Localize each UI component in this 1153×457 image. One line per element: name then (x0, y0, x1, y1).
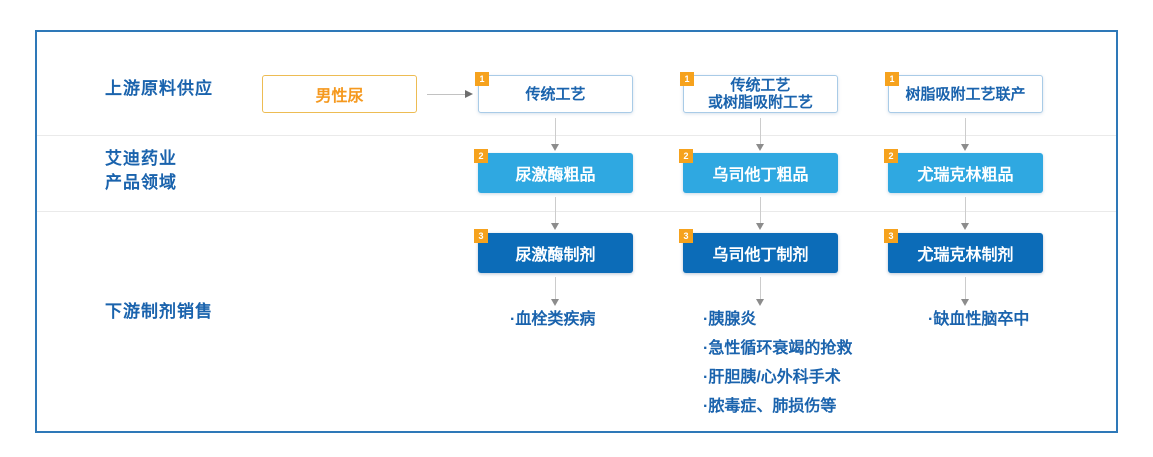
process-label: 树脂吸附工艺联产 (905, 85, 1026, 103)
process-label-line2: 或树脂吸附工艺 (707, 94, 813, 111)
section-divider (37, 135, 1116, 136)
arrow-right-icon (427, 90, 473, 98)
indication-item: ·缺血性脑卒中 (928, 311, 1030, 328)
section-divider (37, 211, 1116, 212)
formulation-box-urokinase: 3 尿激酶制剂 (474, 229, 633, 273)
indication-list-urokinase: ·血栓类疾病 (510, 305, 595, 334)
step-badge: 1 (475, 72, 489, 86)
crude-box-kallidinogenase: 2 尤瑞克林粗品 (884, 149, 1043, 193)
row-label-company-line2: 产品领域 (105, 173, 177, 192)
step-badge: 1 (885, 72, 899, 86)
arrow-down-icon (961, 277, 969, 306)
formulation-label: 尤瑞克林制剂 (917, 247, 1014, 264)
step-badge: 3 (474, 229, 488, 243)
arrow-down-icon (551, 118, 559, 151)
step-badge: 1 (680, 72, 694, 86)
formulation-label: 乌司他丁制剂 (712, 247, 809, 264)
row-label-downstream: 下游制剂销售 (105, 302, 213, 321)
crude-box-ulinastatin: 2 乌司他丁粗品 (679, 149, 838, 193)
indication-item: ·脓毒症、肺损伤等 (703, 398, 837, 415)
step-badge: 2 (884, 149, 898, 163)
process-box-ulinastatin: 1 传统工艺 或树脂吸附工艺 (680, 72, 838, 113)
formulation-label: 尿激酶制剂 (515, 247, 596, 264)
arrow-down-icon (961, 197, 969, 230)
indication-item: ·急性循环衰竭的抢救 (703, 340, 853, 357)
arrow-down-icon (756, 197, 764, 230)
indication-item: ·胰腺炎 (703, 311, 757, 328)
step-badge: 2 (474, 149, 488, 163)
indication-list-kallidinogenase: ·缺血性脑卒中 (928, 305, 1029, 334)
row-label-company-line1: 艾迪药业 (105, 149, 177, 168)
indication-list-ulinastatin: ·胰腺炎 ·急性循环衰竭的抢救 ·肝胆胰/心外科手术 ·脓毒症、肺损伤等 (703, 305, 852, 421)
step-badge: 3 (679, 229, 693, 243)
arrow-down-icon (756, 277, 764, 306)
arrow-down-icon (551, 277, 559, 306)
crude-box-urokinase: 2 尿激酶粗品 (474, 149, 633, 193)
process-label: 传统工艺 (525, 85, 586, 103)
process-label-line1: 传统工艺 (730, 77, 791, 94)
formulation-box-ulinastatin: 3 乌司他丁制剂 (679, 229, 838, 273)
arrow-down-icon (961, 118, 969, 151)
crude-label: 尤瑞克林粗品 (917, 167, 1014, 184)
process-box-urokinase: 1 传统工艺 (475, 72, 633, 113)
crude-label: 乌司他丁粗品 (712, 167, 809, 184)
row-label-upstream: 上游原料供应 (105, 79, 213, 98)
source-box-male-urine: 男性尿 (262, 75, 417, 113)
formulation-box-kallidinogenase: 3 尤瑞克林制剂 (884, 229, 1043, 273)
indication-item: ·血栓类疾病 (510, 311, 596, 328)
indication-item: ·肝胆胰/心外科手术 (703, 369, 841, 386)
arrow-down-icon (551, 197, 559, 230)
step-badge: 3 (884, 229, 898, 243)
process-box-kallidinogenase: 1 树脂吸附工艺联产 (885, 72, 1043, 113)
arrow-down-icon (756, 118, 764, 151)
crude-label: 尿激酶粗品 (515, 167, 596, 184)
source-box-label: 男性尿 (315, 88, 364, 105)
row-label-company: 艾迪药业 产品领域 (105, 147, 177, 195)
step-badge: 2 (679, 149, 693, 163)
